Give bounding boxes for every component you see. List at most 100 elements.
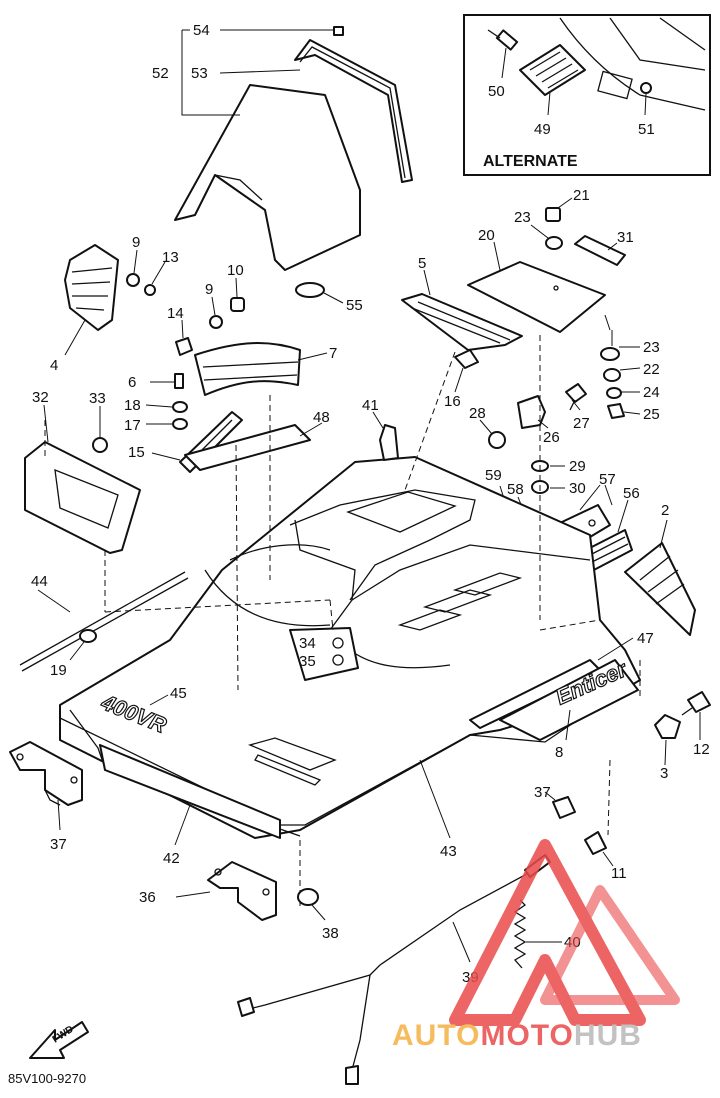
watermark-hub: HUB — [574, 1019, 642, 1052]
callout-59: 59 — [485, 467, 502, 484]
callout-10: 10 — [227, 262, 244, 279]
washer-17 — [172, 418, 188, 430]
callout-49: 49 — [534, 121, 551, 138]
callout-23b: 23 — [643, 339, 660, 356]
hood-cowl-top — [289, 489, 476, 601]
latch-37 — [9, 741, 83, 806]
hood-front-vent-1 — [248, 737, 337, 771]
cable-39-connector-b — [345, 1065, 359, 1085]
callout-30: 30 — [569, 480, 586, 497]
callout-16: 6 — [128, 374, 136, 391]
callout-53: 53 — [191, 65, 208, 82]
callout-18: 18 — [124, 397, 141, 414]
hood-left-scoop — [204, 569, 331, 627]
callout-2: 2 — [661, 502, 669, 519]
hood-scoop-rim — [349, 649, 451, 669]
latch-36 — [207, 861, 277, 921]
hood-cowl-opening — [346, 491, 457, 533]
callout-7: 7 — [329, 345, 337, 362]
alternate-label: ALTERNATE — [483, 153, 578, 170]
cable-39-branch — [351, 974, 371, 1071]
panel-32 — [24, 441, 141, 554]
bolt-12 — [687, 691, 711, 713]
cable-39-connector-a — [237, 997, 255, 1017]
washer-24 — [606, 387, 622, 399]
callout-20: 20 — [478, 227, 495, 244]
part-code: 85V100-9270 — [8, 1071, 86, 1086]
callout-12: 12 — [693, 741, 710, 758]
alternate-hood-slot — [597, 70, 633, 100]
callout-21: 21 — [573, 187, 590, 204]
bolt-16 — [174, 373, 184, 389]
screw-14 — [175, 337, 193, 356]
nut-11 — [584, 831, 607, 855]
hood-dash-edge — [229, 544, 331, 561]
hood-louver-1 — [397, 609, 463, 631]
grommet-33 — [92, 437, 108, 453]
callout-15: 15 — [128, 444, 145, 461]
watermark-moto: MOTO — [480, 1019, 573, 1052]
callout-14: 14 — [167, 305, 184, 322]
watermark-triangle-small-icon — [540, 885, 680, 1005]
washer-23a — [545, 236, 563, 250]
grommet-23b — [600, 347, 620, 361]
callout-24: 24 — [643, 384, 660, 401]
callout-35: 35 — [299, 653, 316, 670]
callout-4: 4 — [50, 357, 58, 374]
rod-44 — [19, 571, 186, 666]
grommet-55 — [295, 282, 325, 298]
washer-9a — [126, 273, 140, 287]
grommet-19 — [79, 629, 97, 643]
alternate-screw-50 — [487, 29, 519, 51]
alternate-nut-51 — [640, 82, 652, 94]
callout-6: 16 — [444, 393, 461, 410]
callout-37: 37 — [50, 836, 67, 853]
side-panel-2 — [624, 542, 696, 636]
windshield-inner-edge — [214, 174, 263, 201]
callout-17: 17 — [124, 417, 141, 434]
watermark-auto: AUTO — [392, 1019, 480, 1052]
callout-42: 42 — [163, 850, 180, 867]
windshield: 54 52 53 55 — [152, 22, 413, 314]
alternate-hood-line — [609, 17, 706, 71]
stripe-48 — [184, 424, 311, 471]
hood-lower-edge — [59, 717, 471, 826]
grommet-38 — [297, 888, 319, 906]
callout-48: 48 — [313, 409, 330, 426]
bolt-27 — [565, 383, 587, 403]
alternate-hood-edge — [559, 17, 706, 111]
forward-arrow: FWD — [29, 1021, 89, 1059]
callout-3: 37 — [534, 784, 551, 801]
alternate-inset: 50 49 51 ALTERNATE — [463, 14, 711, 176]
callout-9b: 9 — [205, 281, 213, 298]
callout-29: 29 — [569, 458, 586, 475]
callout-58: 58 — [507, 481, 524, 498]
callout-51: 51 — [638, 121, 655, 138]
callout-8: 3 — [660, 765, 668, 782]
left-upper-parts: 4 9 13 10 9 14 7 6 18 17 15 — [19, 234, 337, 679]
callout-22: 22 — [643, 361, 660, 378]
watermark-triangle-icon — [449, 839, 646, 1026]
washer-18 — [172, 401, 188, 413]
callout-27: 27 — [573, 415, 590, 432]
callout-50: 50 — [488, 83, 505, 100]
callout-34: 34 — [299, 635, 316, 652]
alternate-vent-49 — [519, 44, 586, 96]
side-vent-4 — [64, 244, 119, 331]
callout-23a: 23 — [514, 209, 531, 226]
callout-45: 45 — [170, 685, 187, 702]
bracket-26 — [517, 395, 546, 429]
clip-6 — [454, 349, 479, 369]
callout-52: 52 — [152, 65, 169, 82]
cover-7 — [194, 342, 301, 396]
callout-38: 38 — [322, 925, 339, 942]
bracket-41 — [379, 424, 399, 461]
bolt-21 — [545, 207, 561, 222]
right-upper-parts: 21 23 31 20 5 16 23 22 24 25 — [401, 187, 696, 636]
panel-34-35 — [289, 627, 359, 681]
main-hood: Enticer 400VR 34 35 41 48 47 45 8 — [44, 335, 654, 910]
bumper-42 — [99, 744, 281, 839]
callout-11: 11 — [611, 865, 627, 882]
plate-20 — [467, 261, 606, 333]
